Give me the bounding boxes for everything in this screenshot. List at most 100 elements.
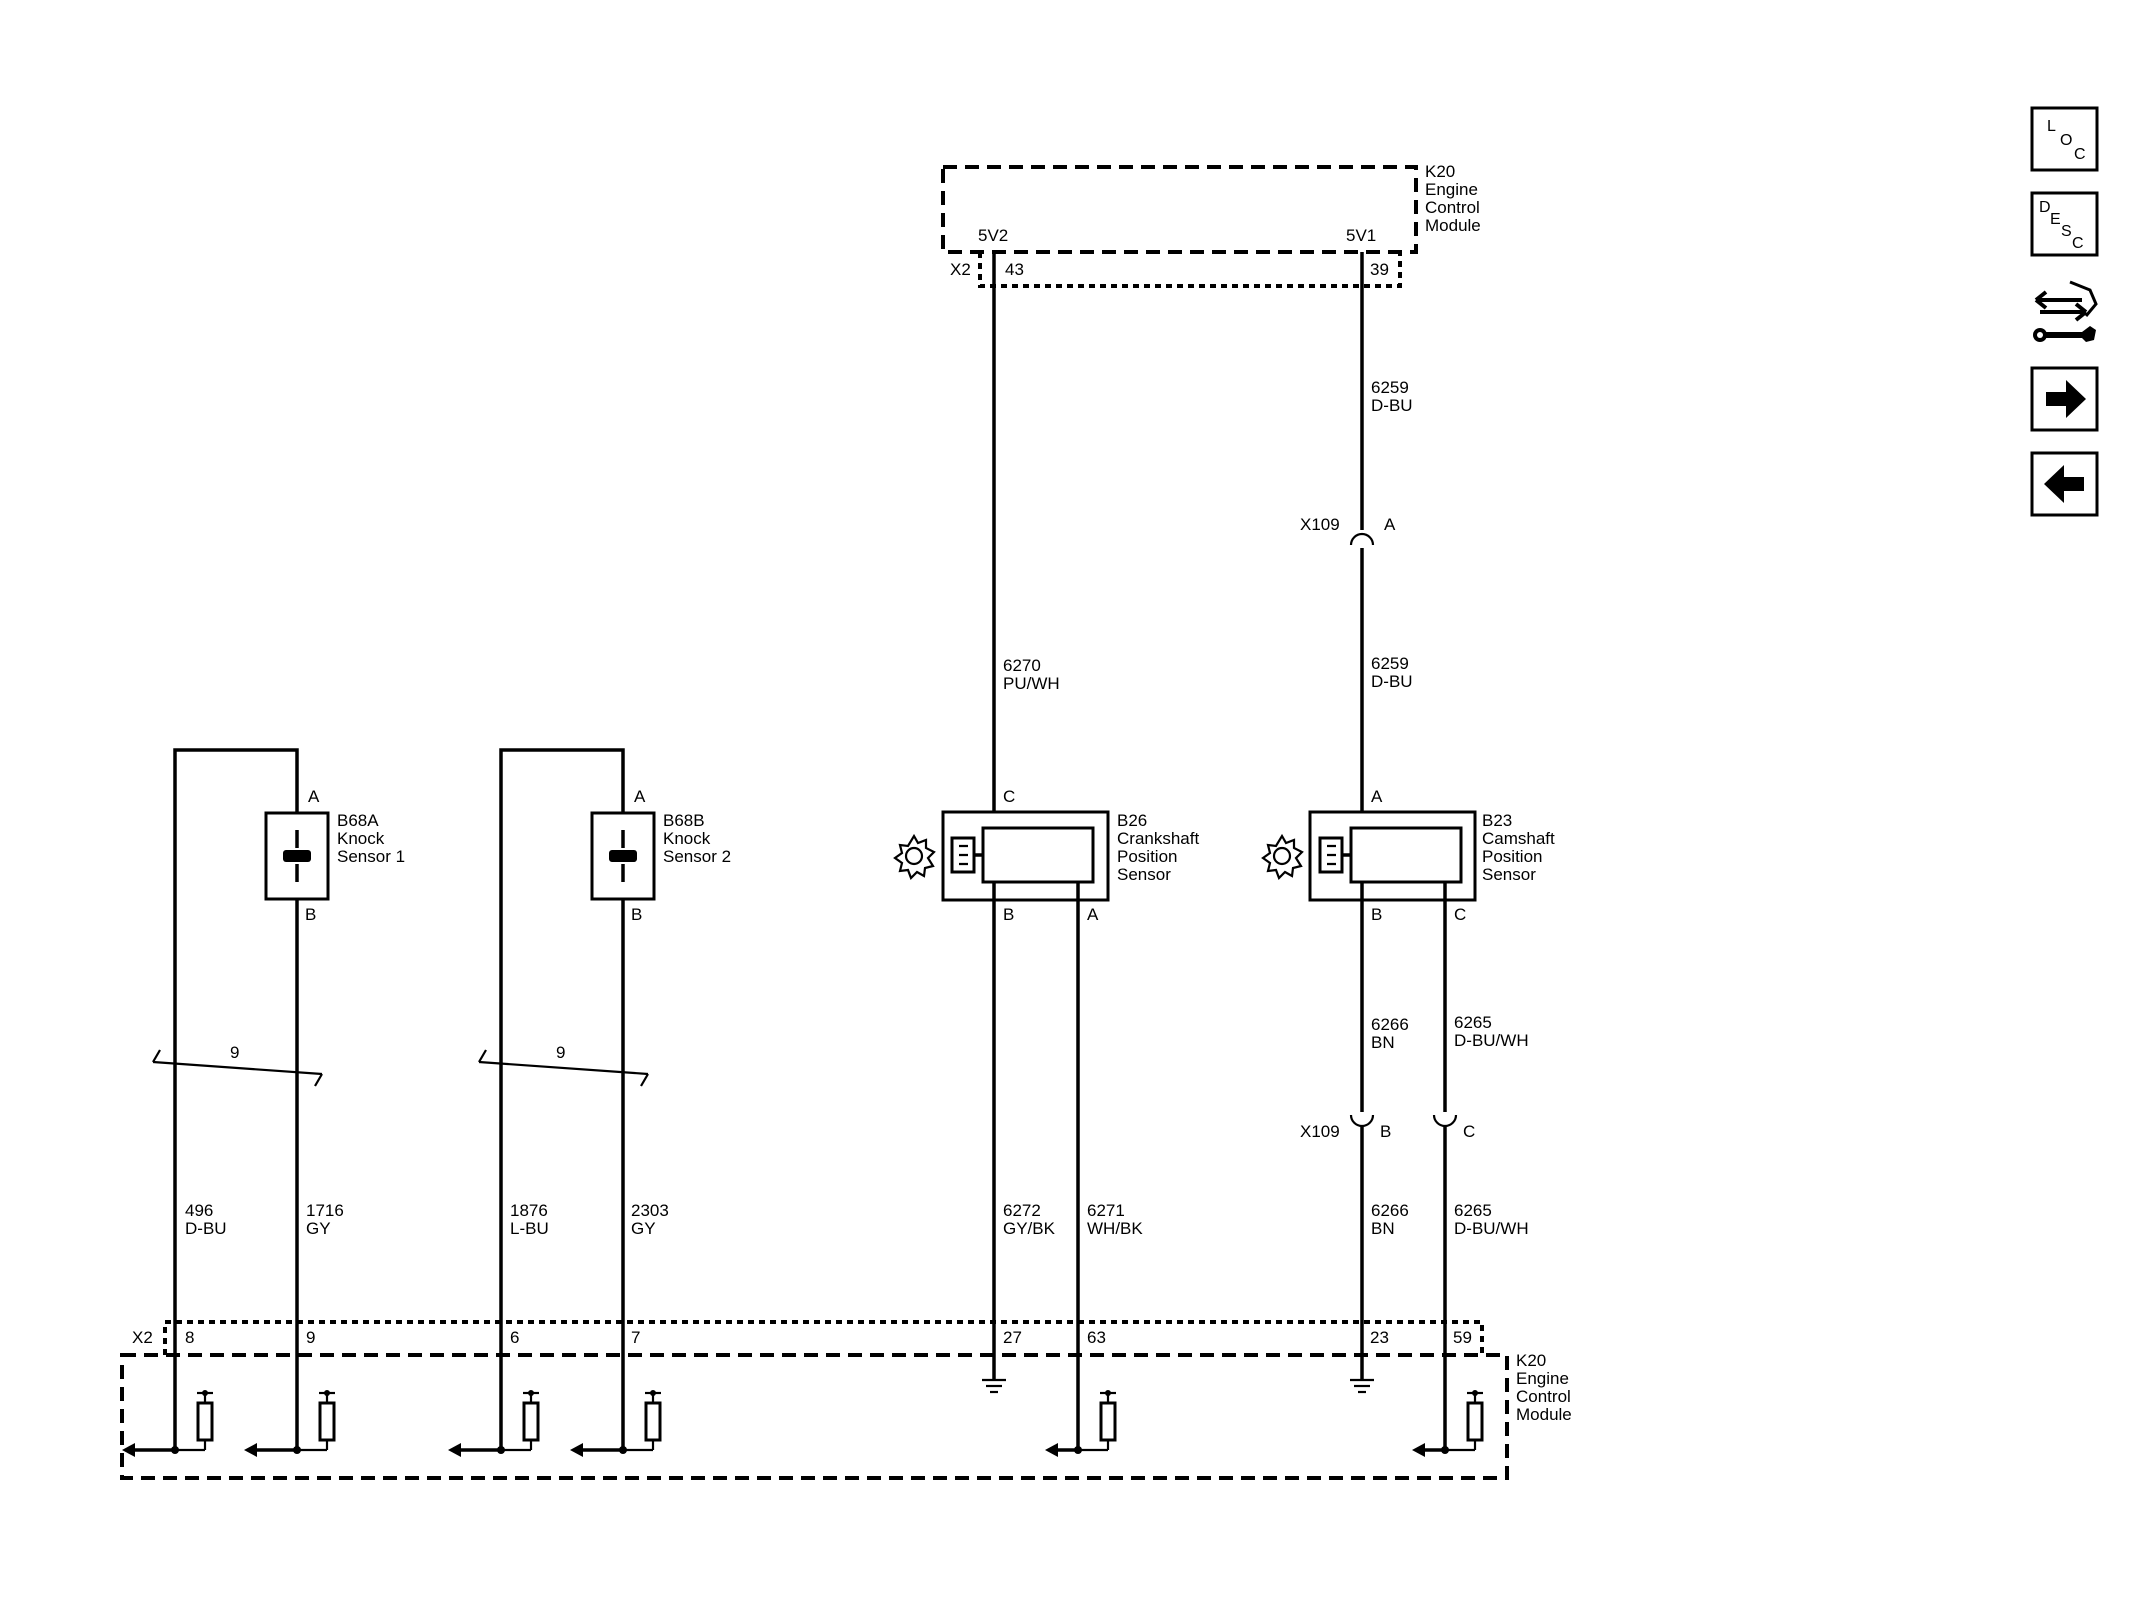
crank-pin-b: B xyxy=(1003,905,1014,924)
desc-letter-s: S xyxy=(2061,223,2072,240)
knock-1-pin-a: A xyxy=(308,787,320,806)
wire-6266-upper-color: BN xyxy=(1371,1033,1395,1052)
knock-1-pin-b: B xyxy=(305,905,316,924)
wire-6272-color: GY/BK xyxy=(1003,1219,1056,1238)
ecm-bottom-name-2: Control xyxy=(1516,1387,1571,1406)
loc-letter-c: C xyxy=(2074,146,2086,163)
pin-23: 23 xyxy=(1370,1328,1389,1347)
arrow-right-icon xyxy=(2046,380,2086,418)
knock-2-twist: 9 xyxy=(556,1043,565,1062)
knock-sensor-2: A B B68B Knock Sensor 2 9 1876 L-BU 2303… xyxy=(478,748,731,1450)
crank-name-1: Crankshaft xyxy=(1117,829,1199,848)
wire-6265-lower-color: D-BU/WH xyxy=(1454,1219,1529,1238)
x109-pin-a: A xyxy=(1384,515,1396,534)
desc-letter-e: E xyxy=(2050,211,2061,228)
wire-6266-upper-circuit: 6266 xyxy=(1371,1015,1409,1034)
knock-2-name-2: Sensor 2 xyxy=(663,847,731,866)
desc-letter-d: D xyxy=(2039,199,2051,216)
loc-letter-o: O xyxy=(2060,132,2072,149)
wire-6266-lower-color: BN xyxy=(1371,1219,1395,1238)
wire-1876-color: L-BU xyxy=(510,1219,549,1238)
pin-59: 59 xyxy=(1453,1328,1472,1347)
tools-button[interactable] xyxy=(2030,278,2100,350)
arrow-left-icon xyxy=(2044,465,2084,503)
cam-name-2: Position xyxy=(1482,847,1542,866)
x109-ref-b: X109 xyxy=(1300,1122,1340,1141)
circuit-5v1: 5V1 xyxy=(1346,226,1376,245)
knock-1-name-2: Sensor 1 xyxy=(337,847,405,866)
ecm-top-name-1: Engine xyxy=(1425,180,1478,199)
wire-6270-color: PU/WH xyxy=(1003,674,1060,693)
ecm-top-ref: K20 xyxy=(1425,162,1455,181)
camshaft-sensor: X109 A X109 B C A B C B23 Camshaft Posit… xyxy=(1261,252,1555,1450)
knock-1-name-1: Knock xyxy=(337,829,385,848)
crank-ref: B26 xyxy=(1117,811,1147,830)
pin-63: 63 xyxy=(1087,1328,1106,1347)
wire-6259-upper-circuit: 6259 xyxy=(1371,378,1409,397)
crank-name-3: Sensor xyxy=(1117,865,1171,884)
ecm-top-connector: X2 xyxy=(950,260,971,279)
wire-2303-color: GY xyxy=(631,1219,656,1238)
cam-ref: B23 xyxy=(1482,811,1512,830)
pin-39: 39 xyxy=(1370,260,1389,279)
x109-ref-a: X109 xyxy=(1300,515,1340,534)
cam-pin-b: B xyxy=(1371,905,1382,924)
wire-2303-circuit: 2303 xyxy=(631,1201,669,1220)
crank-pin-a: A xyxy=(1087,905,1099,924)
x109-pin-c: C xyxy=(1463,1122,1475,1141)
wire-6259-lower-color: D-BU xyxy=(1371,672,1413,691)
circuit-5v2: 5V2 xyxy=(978,226,1008,245)
next-button[interactable] xyxy=(2030,366,2099,432)
knock-2-name-1: Knock xyxy=(663,829,711,848)
wire-6272-circuit: 6272 xyxy=(1003,1201,1041,1220)
ground-symbol xyxy=(1350,1370,1374,1394)
x109-pin-b: B xyxy=(1380,1122,1391,1141)
cam-name-3: Sensor xyxy=(1482,865,1536,884)
wire-6259-lower-circuit: 6259 xyxy=(1371,654,1409,673)
ecm-top-block: K20 Engine Control Module 5V2 5V1 X2 43 … xyxy=(941,162,1481,288)
gear-icon xyxy=(1261,833,1304,880)
cam-pin-c: C xyxy=(1454,905,1466,924)
ecm-bottom-block: X2 8 9 6 7 27 63 23 59 K20 Engine Contro… xyxy=(120,1320,1572,1480)
pin-43: 43 xyxy=(1005,260,1024,279)
wire-6271-circuit: 6271 xyxy=(1087,1201,1125,1220)
crank-pin-c: C xyxy=(1003,787,1015,806)
wire-6259-upper-color: D-BU xyxy=(1371,396,1413,415)
knock-2-pin-b: B xyxy=(631,905,642,924)
cam-pin-a: A xyxy=(1371,787,1383,806)
wire-496-circuit: 496 xyxy=(185,1201,213,1220)
ecm-top-name-3: Module xyxy=(1425,216,1481,235)
wire-496-color: D-BU xyxy=(185,1219,227,1238)
crankshaft-sensor: C B A B26 Crankshaft Position Sensor 627… xyxy=(893,252,1199,1450)
desc-letter-c: C xyxy=(2072,235,2084,252)
knock-1-ref: B68A xyxy=(337,811,379,830)
ecm-bottom-name-3: Module xyxy=(1516,1405,1572,1424)
wire-6270-circuit: 6270 xyxy=(1003,656,1041,675)
wire-6265-upper-color: D-BU/WH xyxy=(1454,1031,1529,1050)
knock-1-twist: 9 xyxy=(230,1043,239,1062)
desc-button[interactable]: D E S C xyxy=(2030,191,2099,257)
ecm-top-name-2: Control xyxy=(1425,198,1480,217)
wire-1876-circuit: 1876 xyxy=(510,1201,548,1220)
pin-7: 7 xyxy=(631,1328,640,1347)
wire-1716-circuit: 1716 xyxy=(306,1201,344,1220)
wire-1716-color: GY xyxy=(306,1219,331,1238)
ecm-bottom-ref: K20 xyxy=(1516,1351,1546,1370)
pin-27: 27 xyxy=(1003,1328,1022,1347)
knock-2-pin-a: A xyxy=(634,787,646,806)
pin-6: 6 xyxy=(510,1328,519,1347)
cam-name-1: Camshaft xyxy=(1482,829,1555,848)
pin-9: 9 xyxy=(306,1328,315,1347)
crank-name-2: Position xyxy=(1117,847,1177,866)
ecm-bottom-connector: X2 xyxy=(132,1328,153,1347)
back-button[interactable] xyxy=(2030,451,2099,517)
gear-icon xyxy=(893,833,936,880)
knock-2-ref: B68B xyxy=(663,811,705,830)
wire-6265-upper-circuit: 6265 xyxy=(1454,1013,1492,1032)
ecm-bottom-name-1: Engine xyxy=(1516,1369,1569,1388)
loc-button[interactable]: L O C xyxy=(2030,106,2099,172)
pin-8: 8 xyxy=(185,1328,194,1347)
ground-symbol xyxy=(982,1370,1006,1394)
wire-6271-color: WH/BK xyxy=(1087,1219,1143,1238)
